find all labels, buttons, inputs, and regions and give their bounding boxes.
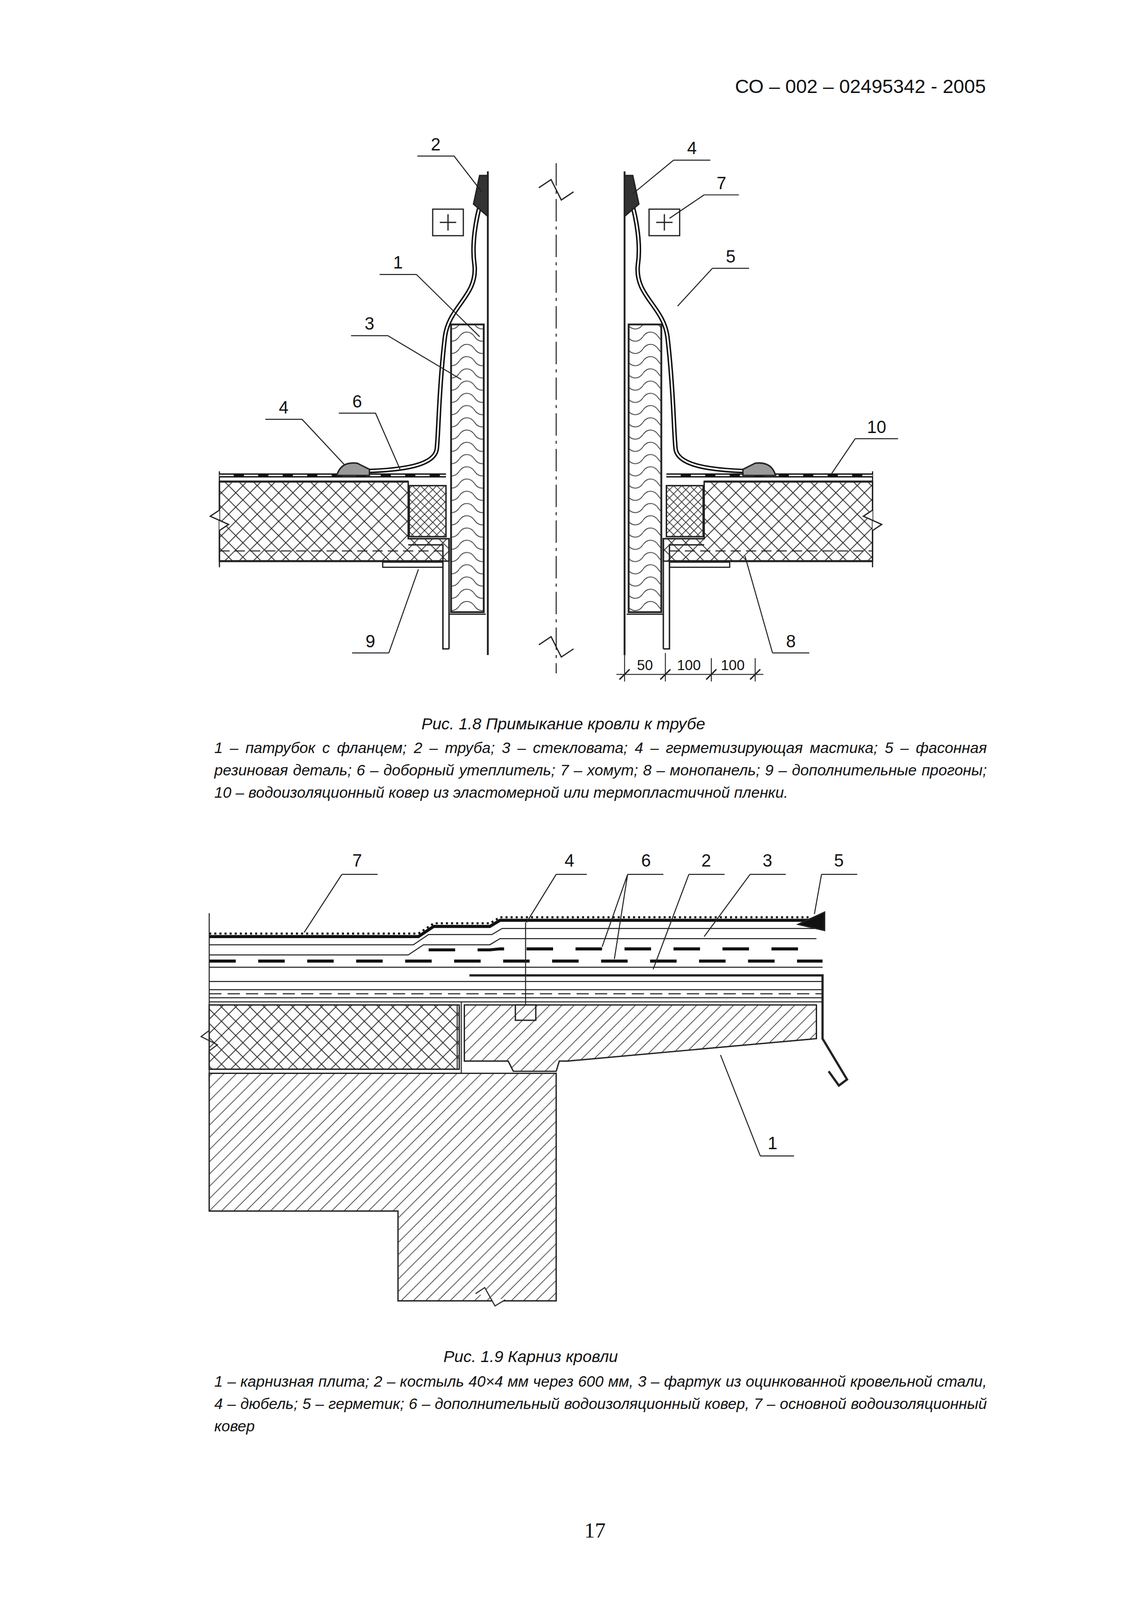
drawing-line (209, 917, 812, 934)
drawing-line (663, 538, 705, 650)
drawing-line (209, 993, 823, 995)
callout-number: 4 (687, 139, 697, 160)
callout-number: 7 (352, 851, 363, 872)
drawing-line (379, 274, 480, 337)
drawing-line (831, 438, 898, 474)
drawing-line (720, 1055, 794, 1157)
drawing-line (742, 463, 776, 476)
roof-pipe-junction (210, 163, 882, 682)
drawing-line (526, 874, 587, 923)
drawing-line (624, 175, 639, 217)
drawing-line (408, 538, 450, 650)
callout-number: 1 (767, 1133, 778, 1155)
drawing-line (538, 636, 574, 658)
drawing-line (265, 419, 346, 466)
drawing-line (209, 920, 812, 937)
callout-number: 7 (716, 173, 727, 194)
drawing-line (440, 214, 457, 231)
dimension-value: 100 (677, 657, 701, 674)
leader-lines (265, 155, 899, 653)
drawing-line (432, 209, 464, 236)
drawing-line (351, 335, 462, 380)
caption-legend: 1 – патрубок с фланцем; 2 – труба; 3 – с… (214, 736, 987, 805)
drawing-line (209, 967, 823, 968)
drawing-line (346, 198, 482, 472)
drawing-line (219, 481, 873, 562)
drawing-line (632, 160, 711, 194)
figure-caption: Рис. 1.9 Карниз кровли (443, 1347, 618, 1367)
drawing-line (304, 874, 378, 933)
callout-number: 5 (833, 851, 844, 872)
drawing-line (219, 481, 450, 562)
drawing-line (538, 179, 574, 201)
callout-number: 9 (365, 631, 376, 653)
drawing-line (382, 562, 443, 568)
drawing-line (704, 874, 786, 937)
drawing-line (863, 471, 882, 568)
drawing-line (346, 198, 482, 472)
drawing-line (473, 175, 488, 217)
drawing-line (663, 481, 873, 562)
callout-number: 2 (701, 851, 711, 872)
drawing-line (219, 550, 873, 552)
drawing-line (209, 1005, 460, 1070)
drawing-line (417, 155, 482, 192)
drawing-line (814, 874, 858, 915)
callout-number: 4 (279, 398, 289, 419)
drawing-line (677, 268, 750, 307)
callout-number: 3 (762, 851, 773, 872)
callout-number: 2 (430, 134, 441, 156)
drawing-line (630, 198, 766, 472)
drawing-line (209, 1005, 458, 1070)
drawing-line (464, 1005, 817, 1072)
drawing-line (336, 463, 370, 476)
document-code: СО – 002 – 02495342 - 2005 (735, 75, 986, 99)
drawing-line (555, 163, 557, 674)
drawing-line (669, 194, 739, 218)
leader-lines (304, 874, 858, 1157)
drawing-line (209, 938, 817, 956)
drawing-line (797, 912, 825, 931)
drawing-line (525, 922, 527, 1005)
drawing-line (201, 913, 218, 1082)
drawing-line (656, 214, 673, 231)
drawing-line (475, 1288, 506, 1307)
drawing-line (209, 1073, 557, 1302)
page-number: 17 (584, 1518, 606, 1543)
roof-eaves (201, 912, 848, 1307)
drawing-line (209, 981, 823, 1003)
callout-number: 4 (564, 851, 575, 872)
callout-number: 8 (786, 631, 796, 653)
drawing-line (209, 1002, 462, 1074)
drawing-line (602, 874, 664, 960)
caption-legend: 1 – карнизная плита; 2 – костыль 40×4 мм… (214, 1370, 987, 1439)
drawing-line (352, 569, 419, 654)
drawing-line (428, 949, 817, 951)
drawing-line (666, 485, 704, 537)
callout-number: 10 (866, 417, 886, 438)
drawing-line (648, 209, 680, 236)
drawing-line (616, 616, 764, 682)
drawing-line (515, 1005, 536, 1021)
callout-number: 6 (352, 392, 363, 413)
callout-number: 5 (725, 247, 736, 268)
callout-number: 3 (364, 314, 375, 335)
drawing-line (628, 324, 662, 613)
drawing-line (745, 556, 810, 654)
drawing-line (669, 562, 730, 568)
drawing-line (630, 198, 766, 472)
figure-caption: Рис. 1.8 Примыкание кровли к трубе (421, 715, 705, 735)
callout-number: 6 (641, 851, 651, 872)
drawing-line (409, 485, 447, 537)
dimension-value: 50 (636, 657, 653, 674)
drawing-line (210, 471, 229, 568)
drawing-line (338, 413, 400, 470)
callout-number: 1 (393, 253, 403, 274)
drawing-line (209, 959, 823, 963)
drawing-line (652, 874, 725, 970)
drawing-line (450, 324, 484, 613)
dimension-value: 100 (720, 657, 745, 674)
